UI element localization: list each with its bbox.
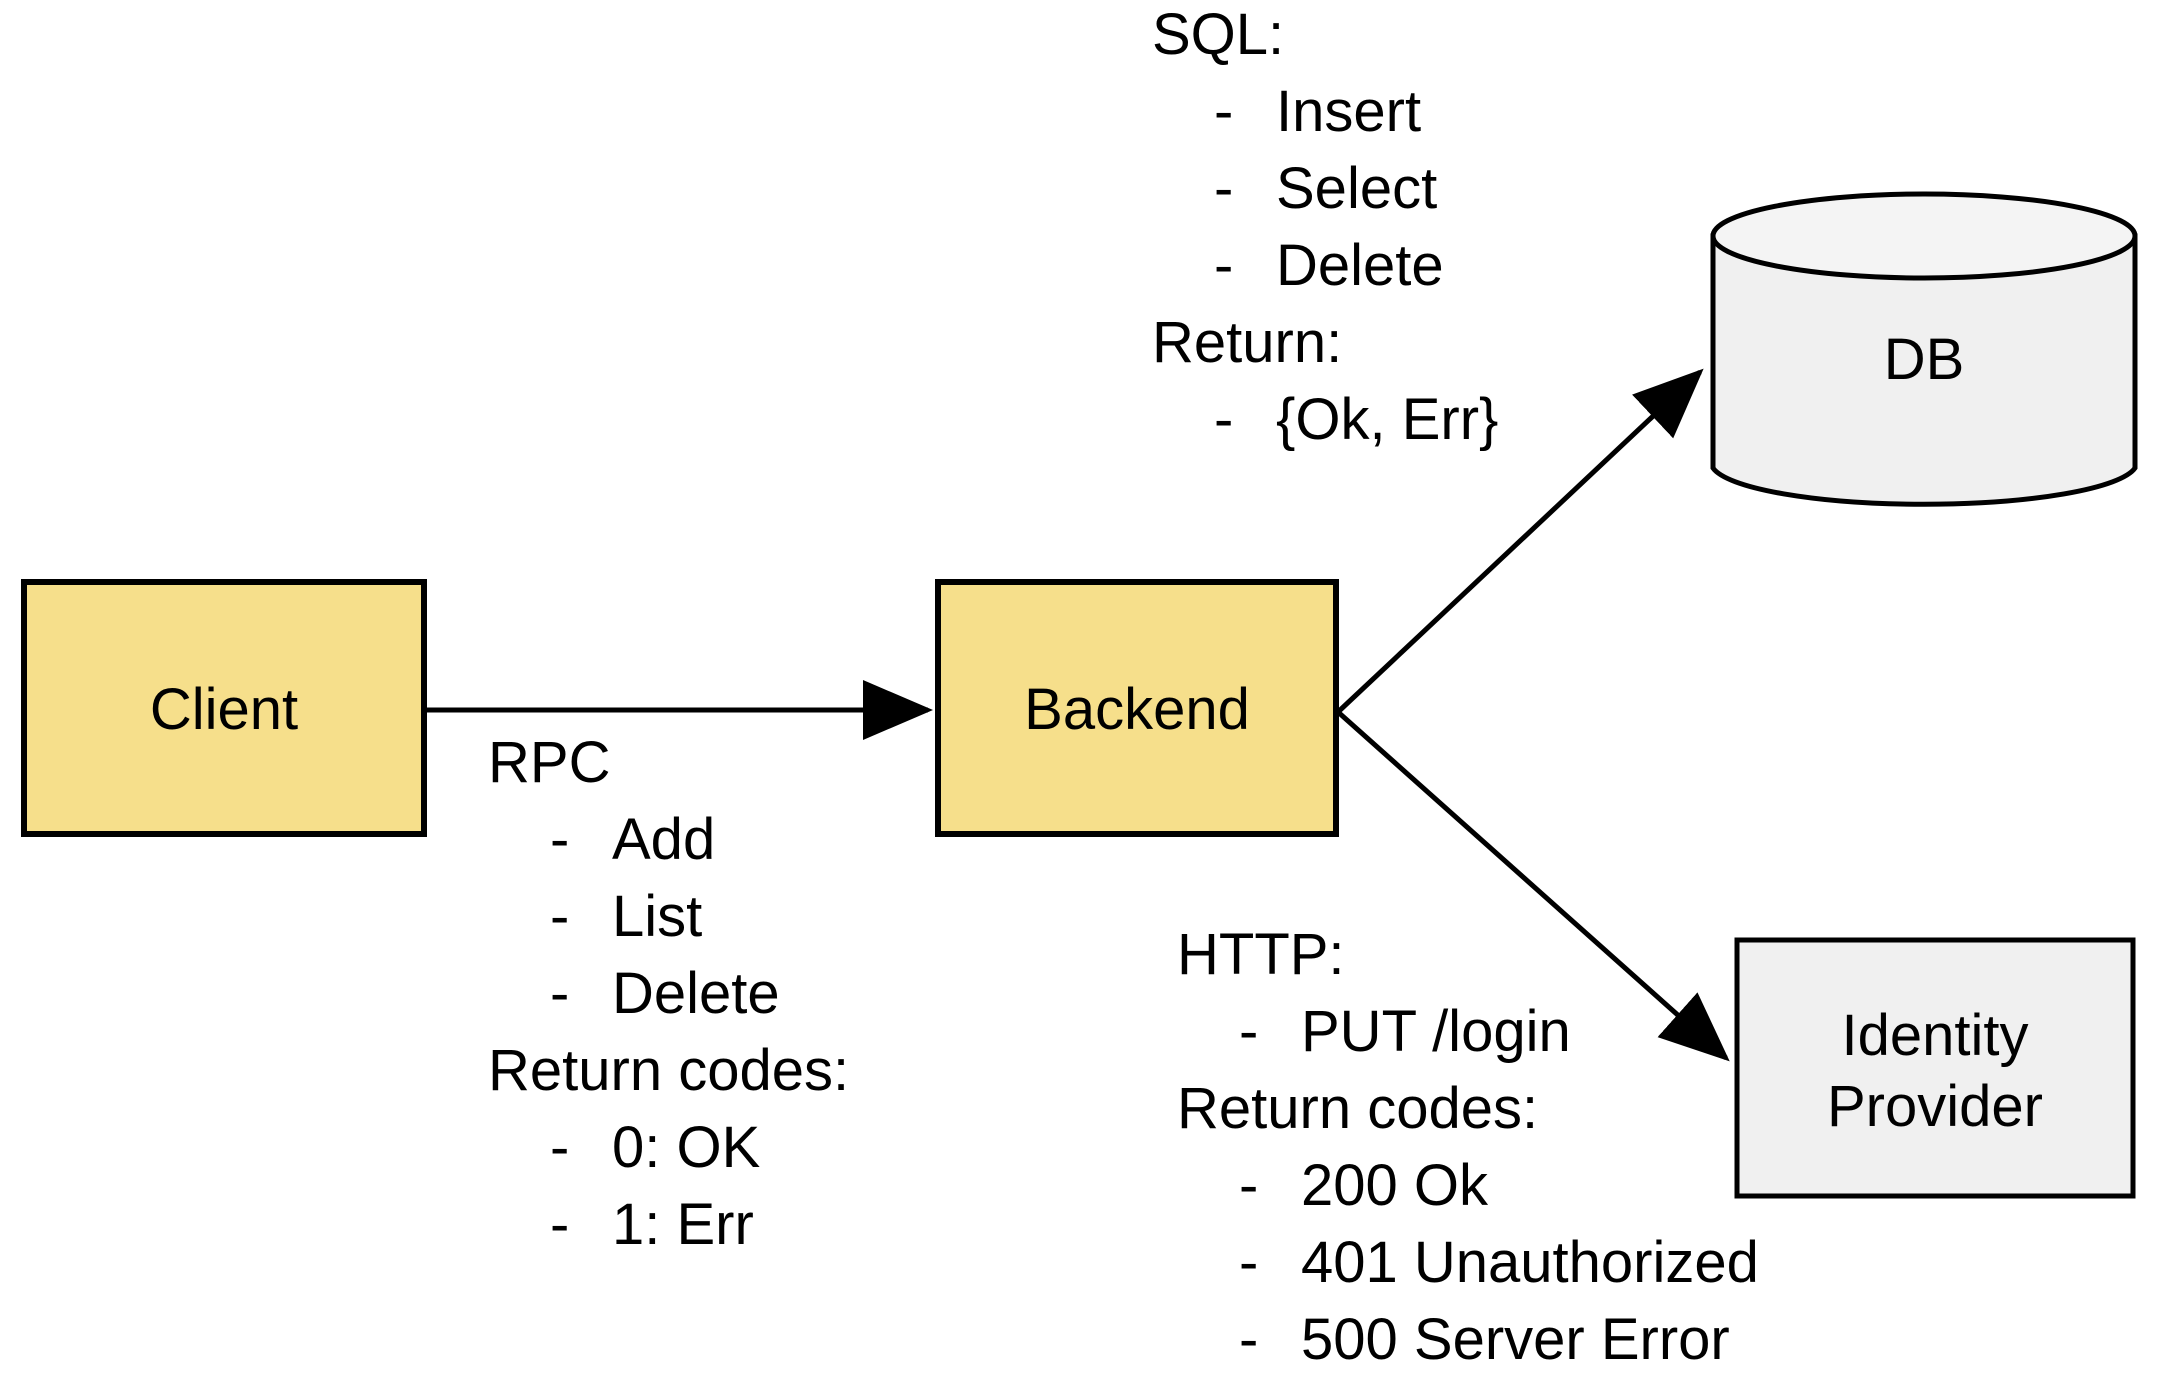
annotation-sql-subitem-label: {Ok, Err} <box>1276 387 1499 452</box>
annotation-http-heading: HTTP: <box>1177 922 1345 987</box>
annotation-sql: SQL: -Insert -Select -Delete Return: -{O… <box>1152 0 1498 458</box>
annotation-http: HTTP: -PUT /login Return codes: -200 Ok … <box>1177 916 1759 1378</box>
annotation-sql-item-label: Delete <box>1276 233 1444 298</box>
annotation-rpc-subheading: Return codes: <box>488 1038 850 1103</box>
bullet-dash: - <box>1239 1153 1259 1218</box>
bullet-dash: - <box>1239 999 1259 1064</box>
annotation-sql-item: -Insert <box>1152 73 1498 150</box>
annotation-rpc-item-label: Add <box>612 807 716 872</box>
annotation-http-subitem: -200 Ok <box>1177 1147 1759 1224</box>
annotation-http-subitem: -500 Server Error <box>1177 1301 1759 1378</box>
annotation-rpc: RPC -Add -List -Delete Return codes: -0:… <box>488 724 849 1263</box>
node-client-label: Client <box>149 677 299 742</box>
bullet-dash: - <box>550 961 570 1026</box>
bullet-dash: - <box>550 1115 570 1180</box>
bullet-dash: - <box>1214 387 1234 452</box>
node-identity-provider-label: Identity Provider <box>1827 1003 2043 1139</box>
bullet-dash: - <box>550 1192 570 1257</box>
annotation-http-item: -PUT /login <box>1177 993 1759 1070</box>
annotation-rpc-subitem: -1: Err <box>488 1186 849 1263</box>
annotation-http-subitem: -401 Unauthorized <box>1177 1224 1759 1301</box>
annotation-sql-item: -Select <box>1152 150 1498 227</box>
annotation-rpc-item: -List <box>488 878 849 955</box>
bullet-dash: - <box>1239 1230 1259 1295</box>
annotation-rpc-item: -Add <box>488 801 849 878</box>
annotation-sql-item: -Delete <box>1152 227 1498 304</box>
annotation-rpc-subitem-label: 0: OK <box>612 1115 761 1180</box>
annotation-rpc-subitem-label: 1: Err <box>612 1192 754 1257</box>
annotation-http-item-label: PUT /login <box>1301 999 1571 1064</box>
bullet-dash: - <box>1214 233 1234 298</box>
bullet-dash: - <box>1214 156 1234 221</box>
annotation-http-subitem-label: 200 Ok <box>1301 1153 1488 1218</box>
annotation-sql-subitem: -{Ok, Err} <box>1152 381 1498 458</box>
annotation-http-subitem-label: 401 Unauthorized <box>1301 1230 1759 1295</box>
annotation-sql-item-label: Select <box>1276 156 1438 221</box>
annotation-sql-heading: SQL: <box>1152 2 1285 67</box>
annotation-rpc-subitem: -0: OK <box>488 1109 849 1186</box>
bullet-dash: - <box>1239 1307 1259 1372</box>
annotation-rpc-item: -Delete <box>488 955 849 1032</box>
annotation-sql-subheading: Return: <box>1152 310 1343 375</box>
node-db-label: DB <box>1883 327 1965 392</box>
annotation-rpc-item-label: Delete <box>612 961 780 1026</box>
annotation-sql-item-label: Insert <box>1276 79 1422 144</box>
bullet-dash: - <box>1214 79 1234 144</box>
annotation-rpc-item-label: List <box>612 884 703 949</box>
annotation-http-subitem-label: 500 Server Error <box>1301 1307 1730 1372</box>
annotation-http-subheading: Return codes: <box>1177 1076 1539 1141</box>
annotation-rpc-heading: RPC <box>488 730 611 795</box>
bullet-dash: - <box>550 884 570 949</box>
node-backend-label: Backend <box>1024 677 1250 742</box>
bullet-dash: - <box>550 807 570 872</box>
